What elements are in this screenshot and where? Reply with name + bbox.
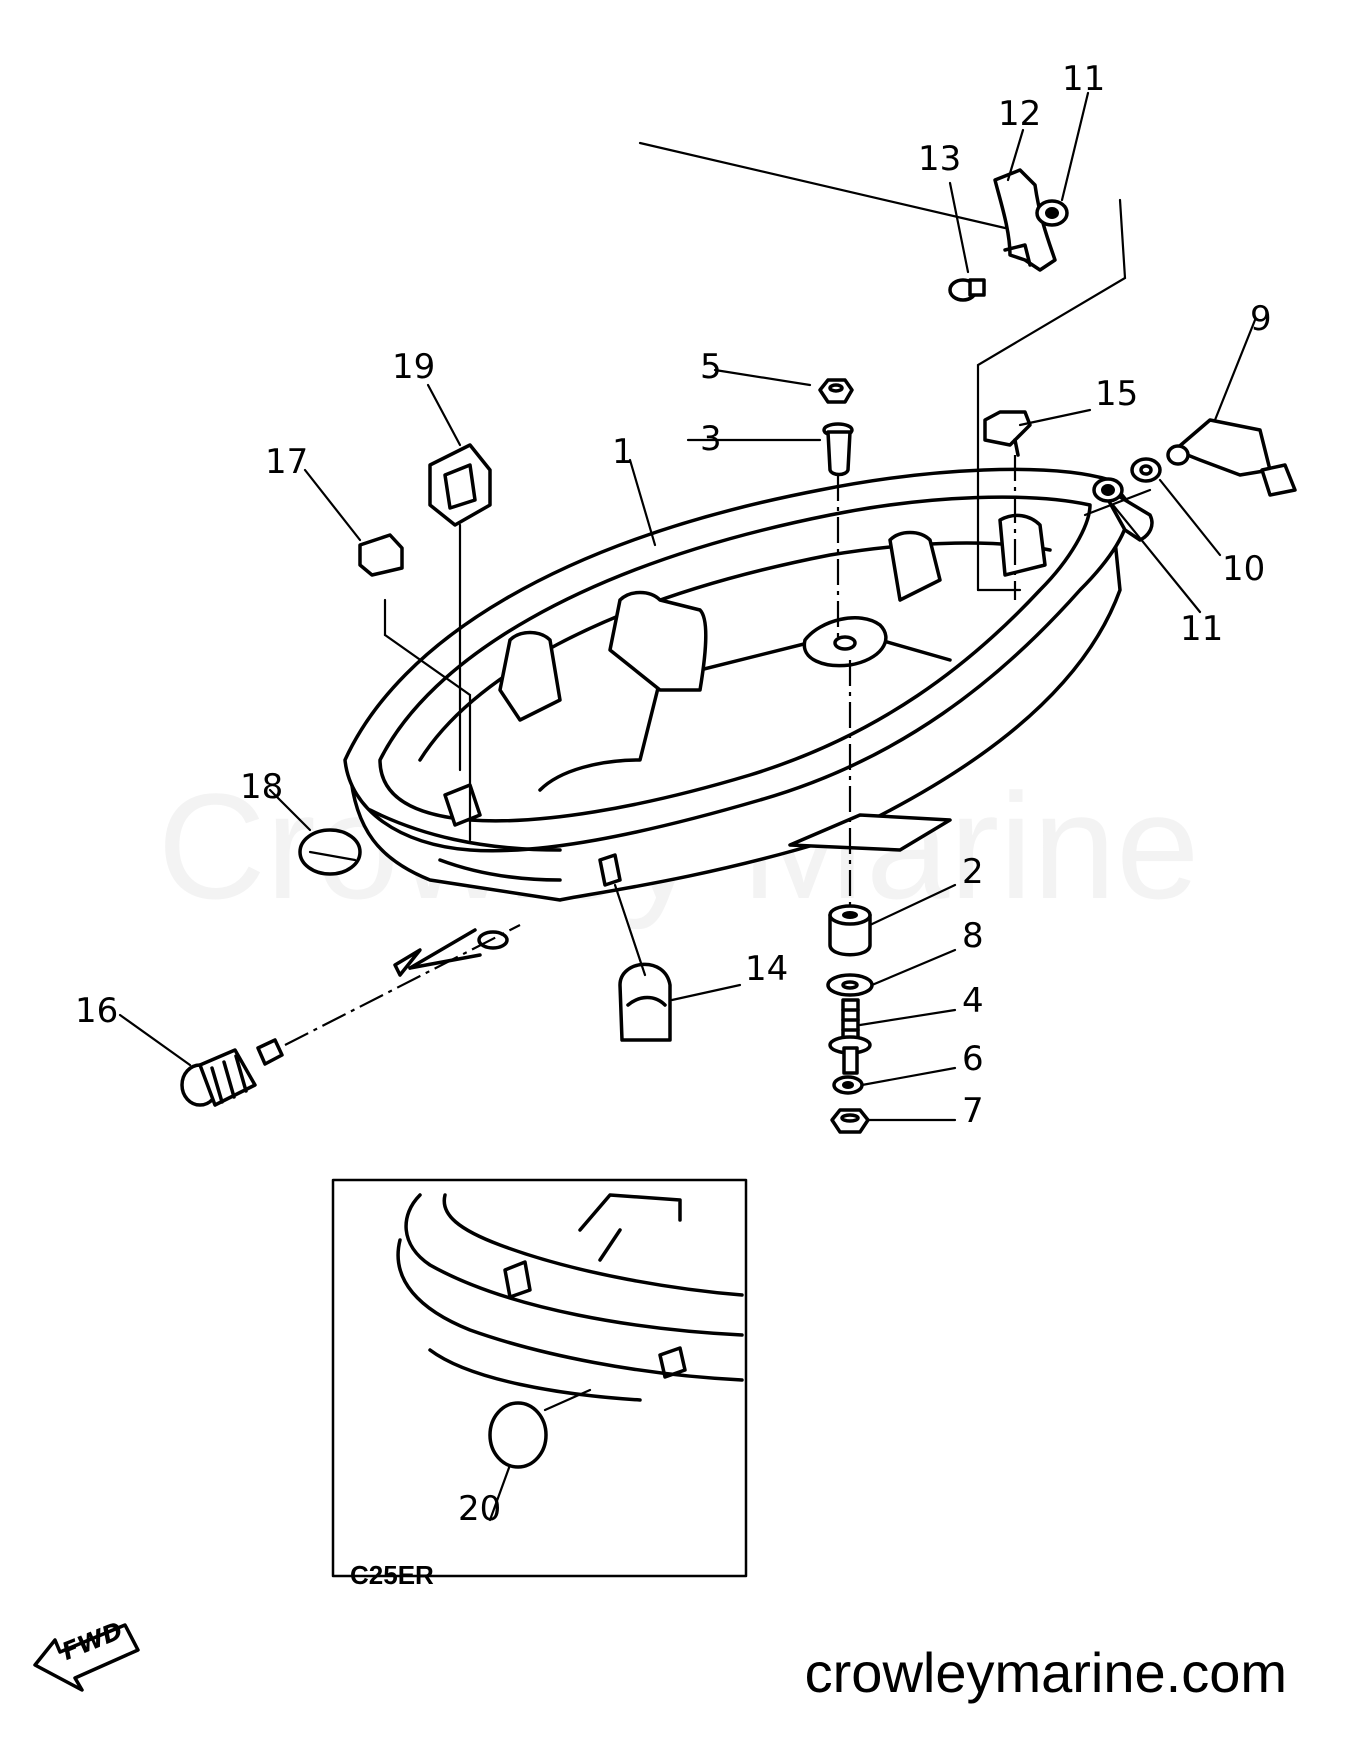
callout-10: 10	[1222, 549, 1265, 589]
part-19-rubber-block	[428, 443, 492, 527]
part-7-nut	[830, 1108, 870, 1134]
callout-15: 15	[1095, 374, 1138, 414]
site-label[interactable]: crowleymarine.com	[804, 1641, 1287, 1704]
callouts: 1 2 3 4 5 6 7 8 9 10 11 11 12 13 14 15 1…	[75, 59, 1272, 1529]
part-17-clip	[358, 533, 404, 577]
inset-c25er	[331, 1178, 748, 1578]
part-5-nut	[818, 378, 854, 404]
callout-4: 4	[962, 981, 984, 1021]
part-4-stud-bolt	[828, 998, 872, 1075]
fwd-arrow	[33, 1623, 140, 1692]
callout-11-lower: 11	[1180, 609, 1223, 649]
callout-17: 17	[265, 442, 308, 482]
callout-18: 18	[240, 767, 283, 807]
callout-13: 13	[918, 139, 961, 179]
part-16-cable-grommet	[180, 1038, 284, 1107]
callout-3: 3	[700, 419, 722, 459]
part-8-washer	[826, 973, 874, 997]
part-11-grommet-lower	[1092, 477, 1124, 503]
callout-6: 6	[962, 1039, 984, 1079]
part-10-washer	[1130, 457, 1162, 483]
callout-5: 5	[700, 347, 722, 387]
callout-9: 9	[1250, 299, 1272, 339]
part-2-grommet	[828, 904, 872, 957]
callout-16: 16	[75, 991, 118, 1031]
callout-19: 19	[392, 347, 435, 387]
part-18-plug	[298, 828, 362, 876]
part-14-cover	[618, 962, 672, 1042]
leader-lines	[118, 91, 1257, 1122]
callout-8: 8	[962, 916, 984, 956]
bottom-cowling	[343, 467, 1154, 902]
part-3-collar	[822, 422, 854, 477]
callout-7: 7	[962, 1091, 984, 1131]
callout-2: 2	[962, 852, 984, 892]
callout-12: 12	[998, 94, 1041, 134]
callout-11-upper: 11	[1062, 59, 1105, 99]
part-12-bracket	[993, 168, 1057, 272]
callout-14: 14	[745, 949, 788, 989]
part-9-lever	[1166, 418, 1297, 497]
part-13-bolt	[948, 278, 986, 302]
callout-1: 1	[612, 432, 634, 472]
inset-label: C25ER	[350, 1560, 434, 1590]
part-15-clip	[983, 410, 1032, 457]
part-11-grommet-upper	[1035, 199, 1069, 227]
part-6-washer	[832, 1075, 864, 1095]
callout-20: 20	[458, 1489, 501, 1529]
